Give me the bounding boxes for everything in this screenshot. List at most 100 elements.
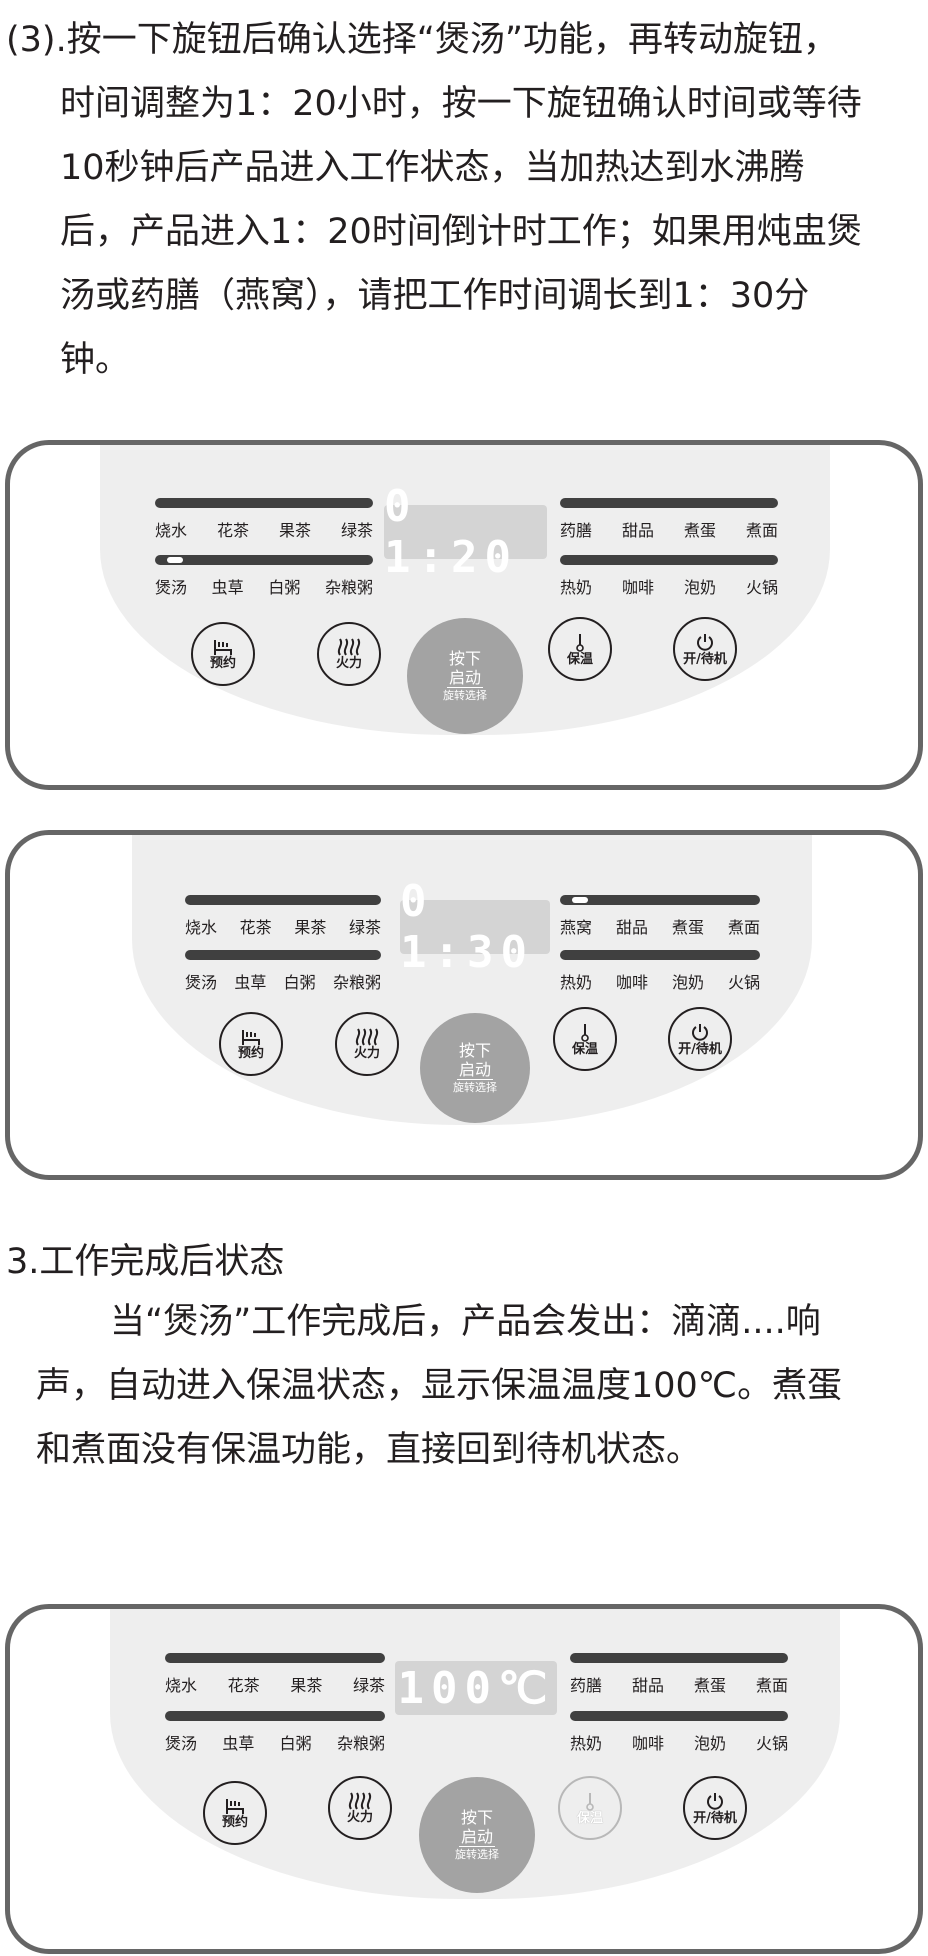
rotary-knob[interactable]: 按下 启动 旋转选择 bbox=[420, 1013, 530, 1123]
menu-group-right-bottom: 热奶 咖啡 泡奶 火锅 bbox=[570, 1711, 788, 1754]
hand-icon bbox=[226, 1798, 244, 1814]
display-value: 100℃ bbox=[397, 1662, 555, 1714]
menu-label[interactable]: 煲汤 bbox=[185, 973, 218, 992]
indicator-bar bbox=[560, 498, 778, 508]
menu-label[interactable]: 泡奶 bbox=[683, 578, 716, 597]
menu-label[interactable]: 甜品 bbox=[621, 521, 654, 540]
menu-label[interactable]: 热奶 bbox=[560, 973, 593, 992]
power-icon bbox=[707, 1792, 723, 1810]
step-3-paragraph: (3).按一下旋钮后确认选择“煲汤”功能，再转动旋钮， 时间调整为1：20小时，… bbox=[6, 8, 862, 392]
standby-button[interactable]: 开/待机 bbox=[683, 1776, 747, 1840]
menu-group-left-top: 烧水 花茶 果茶 绿茶 bbox=[155, 498, 373, 541]
rotary-knob[interactable]: 按下 启动 旋转选择 bbox=[407, 618, 523, 734]
menu-label[interactable]: 白粥 bbox=[279, 1734, 312, 1753]
standby-label: 开/待机 bbox=[683, 651, 727, 667]
menu-label[interactable]: 花茶 bbox=[239, 918, 272, 937]
hand-icon bbox=[214, 639, 232, 655]
reserve-label: 预约 bbox=[209, 655, 236, 671]
menu-label[interactable]: 果茶 bbox=[290, 1676, 323, 1695]
keep-warm-button[interactable]: 保温 bbox=[548, 617, 612, 681]
reserve-button[interactable]: 预约 bbox=[219, 1012, 283, 1076]
menu-label[interactable]: 煲汤 bbox=[165, 1734, 198, 1753]
standby-button[interactable]: 开/待机 bbox=[673, 617, 737, 681]
menu-label[interactable]: 煲汤 bbox=[155, 578, 188, 597]
control-panel-1: 烧水 花茶 果茶 绿茶 煲汤 虫草 白粥 杂粮粥 0 1:20 药膳 甜品 煮蛋… bbox=[5, 440, 923, 790]
menu-label[interactable]: 甜品 bbox=[631, 1676, 664, 1695]
menu-label[interactable]: 杂粮粥 bbox=[332, 973, 381, 992]
menu-label[interactable]: 火锅 bbox=[745, 578, 778, 597]
indicator-bar bbox=[155, 555, 373, 565]
menu-label[interactable]: 煮蛋 bbox=[683, 521, 716, 540]
menu-label[interactable]: 药膳 bbox=[560, 521, 593, 540]
indicator-bar bbox=[560, 555, 778, 565]
menu-label[interactable]: 热奶 bbox=[570, 1734, 603, 1753]
text-line: 钟。 bbox=[60, 340, 131, 380]
menu-label[interactable]: 煮蛋 bbox=[671, 918, 704, 937]
keep-warm-button[interactable]: 保温 bbox=[553, 1007, 617, 1071]
menu-label[interactable]: 绿茶 bbox=[352, 1676, 385, 1695]
thermometer-icon bbox=[581, 1023, 589, 1042]
menu-label[interactable]: 烧水 bbox=[185, 918, 218, 937]
text-line: 和煮面没有保温功能，直接回到待机状态。 bbox=[36, 1430, 702, 1470]
knob-text-press: 按下 bbox=[460, 1807, 493, 1827]
indicator-bar bbox=[165, 1653, 385, 1663]
selected-indicator bbox=[167, 557, 183, 563]
menu-label[interactable]: 果茶 bbox=[278, 521, 311, 540]
menu-group-right-top: 药膳 甜品 煮蛋 煮面 bbox=[570, 1653, 788, 1696]
menu-group-left-top: 烧水 花茶 果茶 绿茶 bbox=[165, 1653, 385, 1696]
menu-label[interactable]: 绿茶 bbox=[348, 918, 381, 937]
menu-label[interactable]: 白粥 bbox=[268, 578, 301, 597]
standby-label: 开/待机 bbox=[693, 1810, 737, 1826]
menu-label[interactable]: 白粥 bbox=[283, 973, 316, 992]
heat-waves-icon bbox=[337, 637, 361, 656]
menu-label[interactable]: 泡奶 bbox=[693, 1734, 726, 1753]
knob-text-start: 启动 bbox=[458, 1826, 495, 1847]
text-line: 当“煲汤”工作完成后，产品会发出：滴滴....响 bbox=[110, 1302, 821, 1342]
menu-label[interactable]: 花茶 bbox=[227, 1676, 260, 1695]
menu-label[interactable]: 煮面 bbox=[727, 918, 760, 937]
menu-label[interactable]: 燕窝 bbox=[560, 918, 593, 937]
menu-label[interactable]: 咖啡 bbox=[621, 578, 654, 597]
text-line: 后，产品进入1：20时间倒计时工作；如果用炖盅煲 bbox=[60, 212, 862, 252]
power-level-button[interactable]: 火力 bbox=[317, 622, 381, 686]
control-panel-3: 烧水 花茶 果茶 绿茶 煲汤 虫草 白粥 杂粮粥 100℃ 药膳 甜品 煮蛋 煮… bbox=[5, 1604, 923, 1954]
menu-label[interactable]: 热奶 bbox=[560, 578, 593, 597]
power-level-button[interactable]: 火力 bbox=[328, 1776, 392, 1840]
menu-label[interactable]: 甜品 bbox=[615, 918, 648, 937]
keep-warm-button[interactable]: 保温 bbox=[558, 1776, 622, 1840]
menu-label[interactable]: 药膳 bbox=[570, 1676, 603, 1695]
menu-label[interactable]: 烧水 bbox=[155, 521, 188, 540]
menu-group-left-bottom: 煲汤 虫草 白粥 杂粮粥 bbox=[155, 555, 373, 598]
reserve-button[interactable]: 预约 bbox=[203, 1781, 267, 1845]
menu-label[interactable]: 杂粮粥 bbox=[324, 578, 373, 597]
menu-label[interactable]: 泡奶 bbox=[671, 973, 704, 992]
standby-button[interactable]: 开/待机 bbox=[668, 1007, 732, 1071]
menu-group-left-bottom: 煲汤 虫草 白粥 杂粮粥 bbox=[185, 950, 381, 993]
selected-indicator bbox=[572, 897, 588, 903]
menu-label[interactable]: 咖啡 bbox=[615, 973, 648, 992]
keep-warm-label: 保温 bbox=[571, 1041, 598, 1057]
menu-label[interactable]: 火锅 bbox=[755, 1734, 788, 1753]
rotary-knob[interactable]: 按下 启动 旋转选择 bbox=[419, 1777, 535, 1893]
menu-label[interactable]: 煮蛋 bbox=[693, 1676, 726, 1695]
menu-label[interactable]: 烧水 bbox=[165, 1676, 198, 1695]
menu-label[interactable]: 虫草 bbox=[211, 578, 244, 597]
menu-label[interactable]: 煮面 bbox=[755, 1676, 788, 1695]
keep-warm-label: 保温 bbox=[566, 651, 593, 667]
standby-label: 开/待机 bbox=[678, 1041, 722, 1057]
menu-label[interactable]: 虫草 bbox=[222, 1734, 255, 1753]
text-line: 声，自动进入保温状态，显示保温温度100℃。煮蛋 bbox=[36, 1366, 843, 1406]
power-level-button[interactable]: 火力 bbox=[335, 1012, 399, 1076]
menu-label[interactable]: 绿茶 bbox=[340, 521, 373, 540]
menu-label[interactable]: 咖啡 bbox=[631, 1734, 664, 1753]
power-level-label: 火力 bbox=[335, 655, 362, 671]
menu-label[interactable]: 火锅 bbox=[727, 973, 760, 992]
indicator-bar bbox=[570, 1711, 788, 1721]
menu-label[interactable]: 花茶 bbox=[216, 521, 249, 540]
menu-label[interactable]: 果茶 bbox=[294, 918, 327, 937]
menu-label[interactable]: 杂粮粥 bbox=[336, 1734, 385, 1753]
reserve-button[interactable]: 预约 bbox=[191, 622, 255, 686]
menu-label[interactable]: 虫草 bbox=[234, 973, 267, 992]
menu-label[interactable]: 煮面 bbox=[745, 521, 778, 540]
power-icon bbox=[697, 633, 713, 651]
